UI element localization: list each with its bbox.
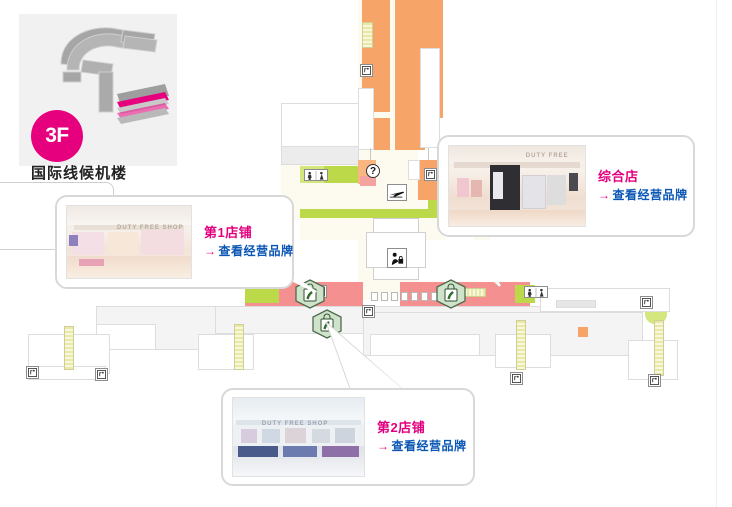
arrow-right-icon: → xyxy=(204,244,217,259)
information-icon[interactable]: ? xyxy=(366,164,380,178)
callout-shop1-title: 第1店铺 xyxy=(204,224,253,240)
arrow-right-icon: → xyxy=(377,439,390,454)
callout-shop1[interactable]: DUTY FREE SHOP 第1店铺 →查看经营品牌 xyxy=(55,195,294,289)
callout-general-link-label: 查看经营品牌 xyxy=(612,188,688,203)
callout-tail-general xyxy=(440,233,501,287)
plan-service-zone xyxy=(245,285,279,303)
elevator-icon[interactable] xyxy=(424,168,437,181)
callout-tail-shop2 xyxy=(325,321,410,395)
elevator-icon[interactable] xyxy=(362,305,375,318)
security-check-icon[interactable] xyxy=(387,248,407,268)
escalator xyxy=(64,326,74,370)
plan-room xyxy=(281,103,359,147)
callout-shop1-link-label: 查看经营品牌 xyxy=(218,244,294,259)
plan-block-orange xyxy=(372,118,390,150)
plan-room xyxy=(358,88,374,150)
escalator xyxy=(234,324,244,370)
elevator-icon[interactable] xyxy=(648,374,661,387)
terminal-3f-overview-icon xyxy=(60,27,169,124)
callout-shop2-link-label: 查看经营品牌 xyxy=(391,439,467,454)
shop-marker-3[interactable] xyxy=(435,279,467,309)
restroom-icon[interactable] xyxy=(304,169,328,181)
callout-shop2-link[interactable]: →查看经营品牌 xyxy=(377,437,467,455)
escalator xyxy=(516,320,526,370)
callout-general[interactable]: DUTY FREE 综合店 →查看经营品牌 xyxy=(437,135,695,237)
plan-room xyxy=(420,48,440,148)
callout-general-link[interactable]: →查看经营品牌 xyxy=(598,186,688,204)
elevator-icon[interactable] xyxy=(510,372,523,385)
plan-service-zone xyxy=(300,209,450,218)
floor-badge: 3F xyxy=(31,110,83,162)
elevator-icon[interactable] xyxy=(26,366,39,379)
restroom-icon[interactable] xyxy=(524,286,548,298)
callout-shop1-link[interactable]: →查看经营品牌 xyxy=(204,242,294,260)
airplane-departure-icon[interactable] xyxy=(387,184,407,201)
elevator-icon[interactable] xyxy=(640,296,653,309)
escalator xyxy=(362,22,373,48)
callout-shop2-title: 第2店铺 xyxy=(377,419,426,435)
shop2-photo: DUTY FREE SHOP xyxy=(232,397,365,477)
elevator-icon[interactable] xyxy=(360,64,373,77)
escalator xyxy=(654,320,664,376)
callout-shop2[interactable]: DUTY FREE SHOP 第2店铺 →查看经营品牌 xyxy=(221,388,475,486)
callout-general-title: 综合店 xyxy=(598,168,639,184)
floor-label: 国际线候机楼 xyxy=(31,165,128,182)
elevator-icon[interactable] xyxy=(95,368,108,381)
arrow-right-icon: → xyxy=(598,188,611,203)
shop1-photo: DUTY FREE SHOP xyxy=(66,205,192,279)
shop-marker-1[interactable] xyxy=(294,279,326,309)
general-photo: DUTY FREE xyxy=(448,145,586,227)
floor-indicator-card: 3F 国际线候机楼 xyxy=(14,9,182,182)
